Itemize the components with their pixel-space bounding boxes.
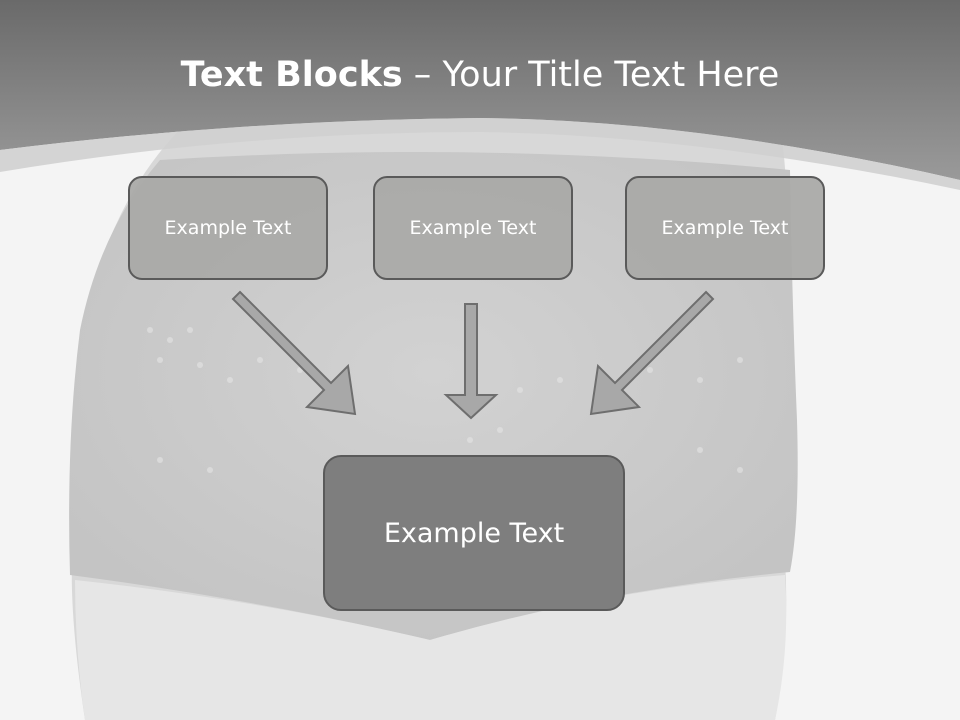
- center-text-block-label: Example Text: [383, 517, 565, 549]
- text-block-2-label: Example Text: [409, 217, 537, 239]
- title-dash: –: [402, 55, 443, 95]
- text-block-3-label: Example Text: [661, 217, 789, 239]
- title-bold: Text Blocks: [180, 55, 403, 95]
- text-block-3: Example Text: [625, 176, 825, 280]
- title-rest: Your Title Text Here: [442, 55, 780, 95]
- center-text-block: Example Text: [323, 455, 625, 611]
- page-title: Text Blocks – Your Title Text Here: [0, 52, 960, 98]
- text-block-1-label: Example Text: [164, 217, 292, 239]
- text-block-1: Example Text: [128, 176, 328, 280]
- text-block-2: Example Text: [373, 176, 573, 280]
